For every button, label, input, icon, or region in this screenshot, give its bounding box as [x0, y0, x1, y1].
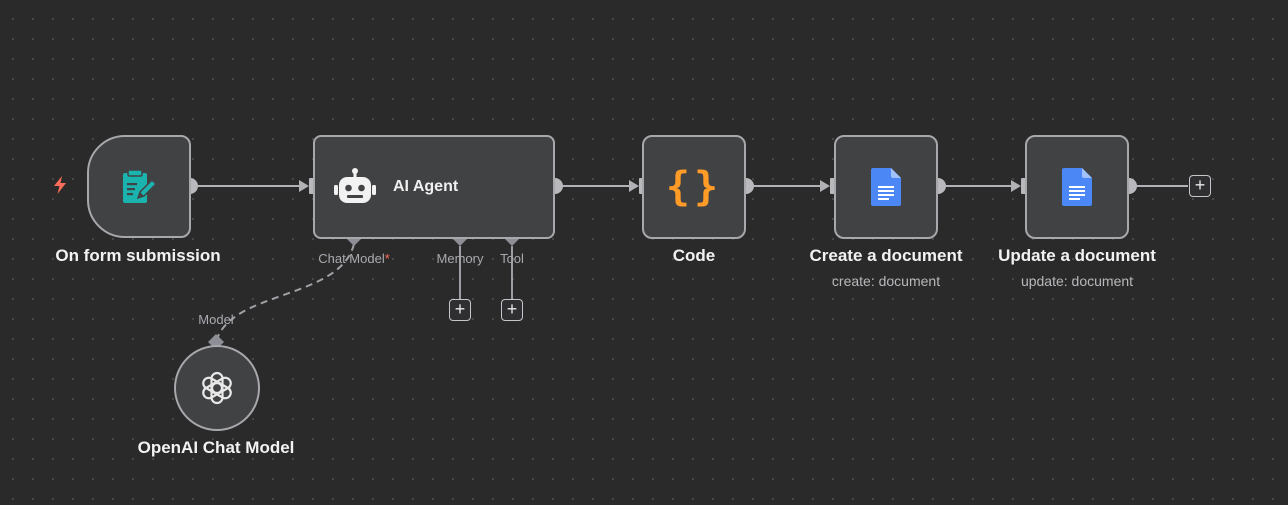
node-ai-agent[interactable]: AI Agent: [313, 135, 555, 239]
arrow-head: [629, 180, 639, 192]
node-update-document[interactable]: [1025, 135, 1129, 239]
slot-label-chat-model: Chat Model*: [318, 251, 390, 266]
openai-icon: [202, 371, 232, 405]
node-subtitle-create-document: create: document: [831, 273, 941, 289]
arrow-head: [299, 180, 309, 192]
arrow-head: [1011, 180, 1021, 192]
node-subtitle-update-document: update: document: [1020, 273, 1134, 289]
slot-label-model: Model: [198, 312, 234, 327]
add-tool-button[interactable]: +: [501, 299, 523, 321]
slot-label-memory: Memory: [436, 251, 484, 266]
add-node-button[interactable]: +: [1189, 175, 1211, 197]
robot-icon: [334, 168, 376, 203]
node-code[interactable]: {}: [642, 135, 746, 239]
required-marker: *: [384, 251, 390, 266]
trigger-bolt-icon: [54, 176, 66, 194]
node-label-form-trigger: On form submission: [55, 246, 221, 265]
add-memory-button[interactable]: +: [449, 299, 471, 321]
node-openai-chat-model[interactable]: [174, 345, 260, 431]
form-edit-icon: [123, 168, 158, 203]
model-connection: [215, 243, 355, 343]
node-title-ai-agent: AI Agent: [393, 178, 459, 195]
node-label-code: Code: [672, 246, 716, 265]
slot-label-tool: Tool: [500, 251, 524, 266]
google-docs-icon: [871, 168, 901, 206]
node-form-trigger[interactable]: [87, 135, 191, 238]
node-label-create-document: Create a document: [809, 246, 963, 265]
node-label-update-document: Update a document: [998, 246, 1156, 265]
node-create-document[interactable]: [834, 135, 938, 239]
node-label-openai-chat-model: OpenAI Chat Model: [137, 438, 295, 457]
arrow-head: [820, 180, 830, 192]
google-docs-icon: [1062, 168, 1092, 206]
curly-braces-icon: {}: [665, 164, 723, 210]
